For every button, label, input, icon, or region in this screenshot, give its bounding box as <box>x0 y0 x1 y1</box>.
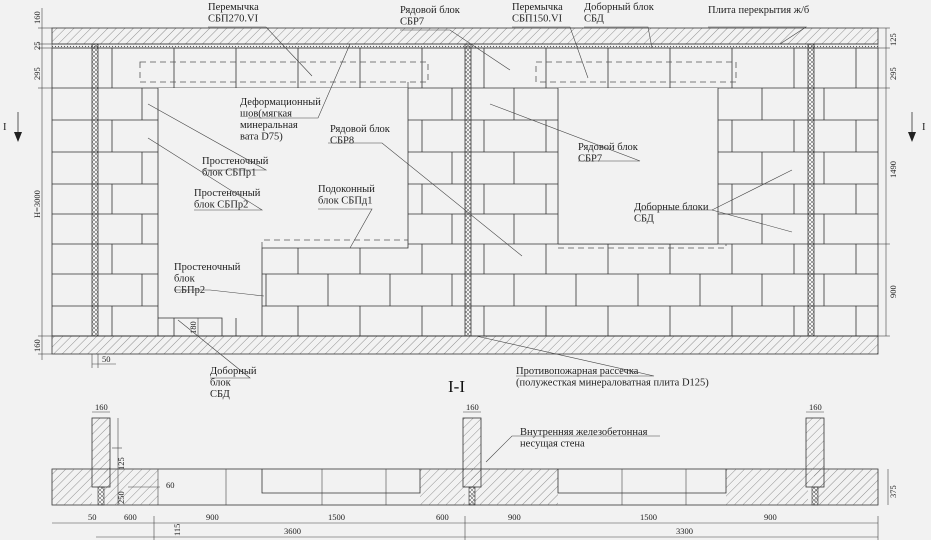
top-slab <box>51 27 879 45</box>
section-title: I-I <box>448 377 465 396</box>
plan-dim-60: 60 <box>166 480 175 490</box>
fire-break-column-2 <box>464 43 472 337</box>
plan-dim-250: 250 <box>116 491 126 504</box>
plan-dim-bottom: 900 <box>508 512 521 522</box>
extra-block-bottom-left <box>158 317 223 336</box>
dim-bottom-slab: 160 <box>32 339 42 352</box>
plan-dim-bottom: 900 <box>206 512 219 522</box>
bottom-slab <box>51 335 879 355</box>
plan-dim-375: 375 <box>888 485 898 498</box>
lintel-right <box>535 61 737 83</box>
plan-section <box>51 411 889 540</box>
leader-lines <box>147 26 808 379</box>
dim-right-sill: 900 <box>888 285 898 298</box>
window-opening-left <box>158 88 408 248</box>
section-mark-left: I <box>3 112 22 142</box>
left-opening-outline <box>261 88 409 336</box>
left-dimensions: 160 25 295 H=3000 160 <box>32 8 52 360</box>
plan-total-right: 3300 <box>676 526 693 536</box>
svg-text:I: I <box>922 122 926 133</box>
label-fire-break: Противопожарная рассечка(полужесткая мин… <box>516 366 709 389</box>
plan-dim-115: 115 <box>172 524 182 536</box>
dim-gap: 25 <box>32 42 42 51</box>
plan-dim-bottom: 900 <box>764 512 777 522</box>
plan-dim-col-3: 160 <box>809 402 822 412</box>
fire-break-column-3 <box>807 43 815 337</box>
dim-height: H=3000 <box>32 190 42 218</box>
plan-dim-col-2: 160 <box>466 402 479 412</box>
plan-total-left: 3600 <box>284 526 301 536</box>
window-opening-right <box>558 88 718 244</box>
plan-dim-bottom: 1500 <box>328 512 345 522</box>
lintel-left <box>139 61 429 83</box>
dim-right-top: 125 <box>888 33 898 46</box>
plan-dim-bottom: 600 <box>124 512 137 522</box>
dim-lintel: 295 <box>32 67 42 80</box>
dim-extra-block-h: 180 <box>188 321 198 334</box>
dim-top-slab: 160 <box>32 11 42 24</box>
plan-dim-bottom: 1500 <box>640 512 657 522</box>
section-mark-right: I <box>908 112 926 142</box>
plan-dim-bottom: 50 <box>88 512 97 522</box>
plan-dim-col-1: 160 <box>95 402 108 412</box>
plan-dim-125: 125 <box>116 457 126 470</box>
dim-col-width: 50 <box>102 354 111 364</box>
dim-right-window: 1490 <box>888 161 898 178</box>
right-dimensions: 125 295 1490 900 <box>878 27 898 337</box>
label-slab: Плита перекрытия ж/б <box>708 5 809 16</box>
svg-text:I: I <box>3 122 7 133</box>
fire-break-column-1 <box>91 43 99 337</box>
dim-right-lintel: 295 <box>888 67 898 80</box>
plan-bottom-dims: 50 600 900 1500 600 900 1500 900 <box>88 512 777 522</box>
plan-dim-bottom: 600 <box>436 512 449 522</box>
door-opening-left <box>158 248 262 318</box>
